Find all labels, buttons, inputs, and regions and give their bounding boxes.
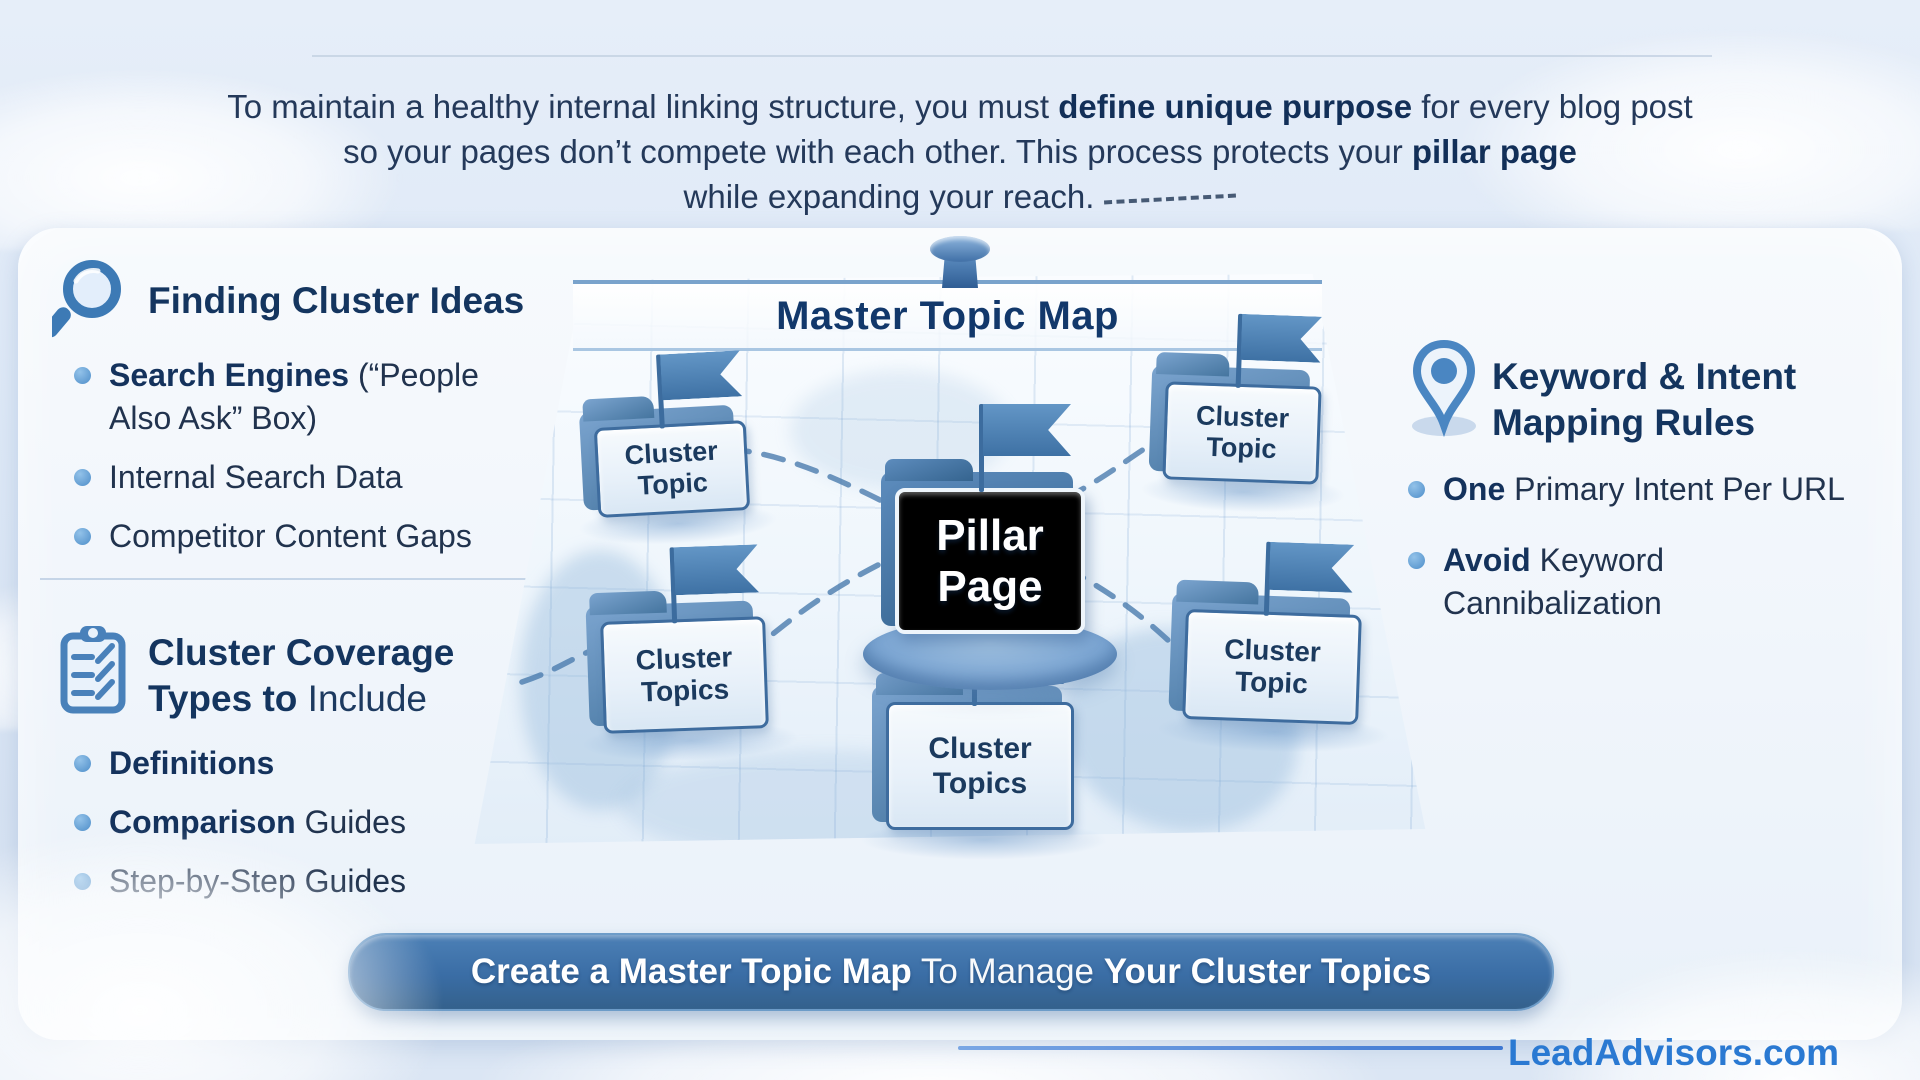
bullet-text: Search Engines (“People Also Ask” Box) bbox=[109, 354, 494, 440]
folder-label: Cluster Topic bbox=[1223, 633, 1322, 700]
bullet-bold: One bbox=[1443, 471, 1506, 507]
keyword-bullet-list: One Primary Intent Per URL Avoid Keyword… bbox=[1408, 468, 1858, 641]
cloud-decoration bbox=[0, 70, 400, 250]
footer-divider-line bbox=[958, 1046, 1503, 1050]
brand-link[interactable]: LeadAdvisors.com bbox=[1508, 1032, 1840, 1073]
bullet-rest: (“People Also Ask” Box) bbox=[109, 357, 479, 436]
magnifier-icon bbox=[43, 256, 140, 344]
bullet-dot bbox=[74, 814, 91, 831]
folder-icon: Cluster Topics bbox=[600, 616, 769, 734]
list-item: Search Engines (“People Also Ask” Box) bbox=[74, 354, 494, 440]
coverage-title-line-2: Types to Include bbox=[148, 676, 454, 722]
folder-icon: Cluster Topic bbox=[1162, 381, 1322, 485]
cluster-folder-middle-left: Cluster Topics bbox=[580, 616, 800, 765]
bullet-bold: Avoid bbox=[1443, 542, 1531, 578]
intro-text: To maintain a healthy internal linking s… bbox=[227, 88, 1059, 125]
list-item: Competitor Content Gaps bbox=[74, 515, 494, 558]
folder-label: Cluster Topics bbox=[928, 732, 1032, 800]
folder-icon: Pillar Page bbox=[895, 488, 1085, 634]
intro-text: for every blog post bbox=[1412, 88, 1693, 125]
bullet-bold: Definitions bbox=[109, 745, 275, 781]
intro-line-3: while expanding your reach. bbox=[0, 174, 1920, 219]
pillar-label: Pillar Page bbox=[936, 511, 1044, 611]
intro-bold: pillar page bbox=[1411, 133, 1577, 170]
dashed-scribble-decoration bbox=[1104, 193, 1237, 205]
intro-line-2: so your pages don’t compete with each ot… bbox=[0, 129, 1920, 174]
cta-text: Create a Master Topic Map To Manage Your… bbox=[471, 952, 1431, 992]
cta-bold-2: Your Cluster Topics bbox=[1103, 952, 1432, 991]
list-item: Avoid Keyword Cannibalization bbox=[1408, 539, 1858, 625]
bullet-text: Avoid Keyword Cannibalization bbox=[1443, 539, 1773, 625]
bullet-dot bbox=[74, 469, 91, 486]
bullet-rest: Primary Intent Per URL bbox=[1505, 471, 1845, 507]
pillar-page-folder: Pillar Page bbox=[863, 404, 1117, 690]
bullet-rest: Internal Search Data bbox=[109, 459, 403, 495]
bullet-rest: Competitor Content Gaps bbox=[109, 518, 472, 554]
folder-label: Cluster Topics bbox=[635, 641, 733, 708]
top-divider-line bbox=[312, 55, 1712, 57]
keyword-title-line-2: Mapping Rules bbox=[1492, 402, 1756, 443]
cluster-folder-top-left: Cluster Topic bbox=[576, 420, 780, 549]
bullet-dot bbox=[74, 755, 91, 772]
keyword-title-line-1: Keyword & Intent bbox=[1492, 356, 1797, 397]
section-title-finding-cluster-ideas: Finding Cluster Ideas bbox=[148, 280, 525, 321]
left-section-divider bbox=[40, 578, 528, 580]
list-item: Internal Search Data bbox=[74, 456, 494, 499]
bullet-dot bbox=[74, 367, 91, 384]
folder-label: Cluster Topic bbox=[623, 435, 719, 501]
coverage-title-line-1: Cluster Coverage bbox=[148, 632, 455, 673]
folder-icon: Cluster Topic bbox=[593, 420, 751, 518]
cluster-folder-middle-right: Cluster Topic bbox=[1156, 541, 1391, 757]
bullet-text: Definitions bbox=[109, 742, 274, 785]
coverage-title-bold: Types to bbox=[148, 678, 298, 719]
folder-icon: Cluster Topics bbox=[886, 702, 1074, 830]
bullet-bold: Search Engines bbox=[109, 357, 350, 393]
cta-banner[interactable]: Create a Master Topic Map To Manage Your… bbox=[348, 933, 1554, 1011]
map-pin-icon bbox=[1408, 338, 1480, 438]
cluster-folder-bottom-center: Cluster Topics bbox=[859, 634, 1108, 860]
intro-paragraph: To maintain a healthy internal linking s… bbox=[0, 84, 1920, 219]
bullet-rest: Keyword Cannibalization bbox=[1443, 542, 1665, 621]
intro-bold: define unique purpose bbox=[1058, 88, 1413, 125]
cta-bold-1: Create a Master Topic Map bbox=[470, 952, 912, 991]
cloud-decoration bbox=[0, 830, 440, 1080]
pushpin-icon bbox=[928, 236, 992, 300]
folder-label: Cluster Topic bbox=[1195, 400, 1290, 465]
cta-regular: To Manage bbox=[911, 952, 1104, 991]
intro-text: while expanding your reach. bbox=[683, 178, 1095, 215]
map-title: Master Topic Map bbox=[776, 293, 1119, 338]
master-topic-map: Master Topic Map Clu bbox=[460, 236, 1440, 860]
bullet-dot bbox=[1408, 552, 1425, 569]
bullet-dot bbox=[74, 528, 91, 545]
section-title-cluster-coverage: Cluster Coverage Types to Include bbox=[148, 630, 454, 722]
bullet-dot bbox=[1408, 481, 1425, 498]
bullet-text: One Primary Intent Per URL bbox=[1443, 468, 1845, 511]
list-item: Definitions bbox=[74, 742, 504, 785]
pushpin-head bbox=[930, 236, 990, 262]
cluster-folder-top-right: Cluster Topic bbox=[1139, 313, 1347, 516]
bullet-text: Internal Search Data bbox=[109, 456, 403, 499]
bullet-text: Competitor Content Gaps bbox=[109, 515, 472, 558]
intro-text: so your pages don’t compete with each ot… bbox=[343, 133, 1412, 170]
coverage-title-rest: Include bbox=[297, 678, 427, 719]
folder-icon: Cluster Topic bbox=[1182, 608, 1362, 726]
cloud-decoration bbox=[1460, 30, 1920, 230]
list-item: One Primary Intent Per URL bbox=[1408, 468, 1858, 511]
cloud-decoration bbox=[1530, 950, 1920, 1080]
clipboard-checklist-icon bbox=[60, 624, 126, 716]
section-title-keyword-intent: Keyword & Intent Mapping Rules bbox=[1492, 354, 1796, 446]
finding-bullet-list: Search Engines (“People Also Ask” Box) I… bbox=[74, 354, 494, 574]
intro-line-1: To maintain a healthy internal linking s… bbox=[0, 84, 1920, 129]
